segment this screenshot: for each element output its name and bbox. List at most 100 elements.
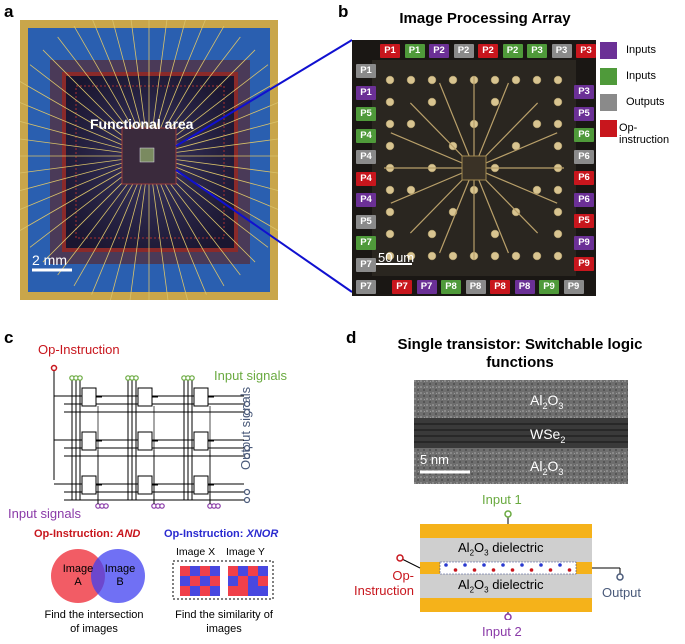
legend-label-4: Op-instruction	[619, 122, 670, 146]
panel-a-letter: a	[4, 2, 14, 21]
pin-right-7: P5	[574, 214, 594, 228]
pin-bottom-8: P9	[563, 280, 584, 294]
xnor-op-name: XNOR	[246, 528, 279, 540]
input-signals-top-label: Input signals	[214, 368, 287, 383]
pin-right-5: P6	[574, 171, 594, 185]
pin-left-4: P4	[356, 128, 376, 143]
transistor-schematic	[396, 510, 624, 620]
pin-bottom-7: P9	[539, 280, 559, 294]
panel-d-letter: d	[346, 328, 357, 347]
array-micrograph	[352, 40, 596, 296]
caption-right: Find the similarity of images	[160, 608, 288, 636]
caption-left-line1: Find the intersection	[44, 609, 144, 621]
caption-right-line1: Find the similarity of	[175, 609, 273, 621]
image-xy-patterns	[172, 560, 274, 600]
pin-left-10: P7	[356, 257, 376, 272]
tem-layer-label-2: WSe2	[530, 426, 566, 445]
pin-left-3: P5	[356, 107, 376, 121]
tem-image	[414, 380, 628, 484]
panel-b-scale-bar: 50 um	[378, 250, 415, 265]
pin-bottom-1: P7	[392, 280, 412, 294]
legend-swatch-2	[600, 68, 617, 85]
image-x-label: Image X	[176, 546, 216, 558]
pin-top-3: P2	[429, 44, 449, 58]
tem-scale-bar: 5 nm	[420, 452, 449, 467]
venn-a-label: Image A	[56, 563, 100, 589]
pin-top-1: P1	[380, 44, 400, 58]
panel-d-title: Single transistor: Switchable logic func…	[370, 336, 670, 372]
chip-package-photo	[20, 20, 278, 300]
dielectric-bottom-label: Al2O3 dielectric	[458, 577, 544, 595]
pin-top-7: P3	[527, 44, 547, 58]
zoom-lines	[175, 39, 353, 293]
pin-right-6: P6	[574, 192, 594, 207]
op-instruction-d-label: Op- Instruction	[338, 568, 414, 598]
pin-left-2: P1	[356, 85, 376, 100]
legend-label-1: Inputs	[626, 44, 656, 56]
pin-left-7: P4	[356, 193, 376, 207]
op-d-line2: Instruction	[354, 583, 414, 598]
and-op-prefix: Op-Instruction:	[34, 528, 117, 540]
image-y-label: Image Y	[226, 546, 265, 558]
pin-right-9: P9	[574, 257, 594, 271]
functional-area-label: Functional area	[90, 116, 194, 132]
venn-diagram	[51, 549, 145, 603]
dielectric-top-label: Al2O3 dielectric	[458, 540, 544, 558]
tem-layer-label-3: Al2O3	[530, 458, 564, 477]
pin-bottom-left-1: P7	[356, 280, 376, 294]
pin-left-8: P5	[356, 214, 376, 229]
pin-top-8: P3	[551, 44, 572, 58]
op-d-line1: Op-	[392, 568, 414, 583]
pin-top-6: P2	[502, 44, 523, 58]
pin-left-6: P4	[356, 171, 376, 186]
xnor-op-prefix: Op-Instruction:	[164, 528, 247, 540]
legend-swatch-4	[600, 120, 617, 137]
pin-right-4: P6	[574, 149, 594, 164]
legend-swatch-3	[600, 94, 617, 111]
pin-bottom-3: P8	[441, 280, 461, 294]
pin-left-9: P7	[356, 236, 376, 250]
pin-right-1: P3	[574, 85, 594, 99]
pin-bottom-4: P8	[465, 280, 486, 294]
pin-bottom-5: P8	[490, 280, 510, 294]
venn-a-line2: A	[74, 576, 82, 588]
input2-label: Input 2	[482, 624, 522, 639]
xnor-op-label: Op-Instruction: XNOR	[164, 528, 278, 540]
pin-right-8: P9	[574, 235, 594, 250]
pin-bottom-2: P7	[416, 280, 437, 294]
venn-b-line1: Image	[104, 563, 136, 575]
panel-b-title: Image Processing Array	[399, 10, 571, 27]
pin-right-2: P5	[574, 106, 594, 121]
op-instruction-label: Op-Instruction	[38, 342, 120, 357]
pin-top-9: P3	[576, 44, 596, 58]
panel-d-title-line2: functions	[486, 354, 554, 371]
venn-a-line1: Image	[62, 563, 94, 575]
output-label: Output	[602, 585, 642, 600]
pin-top-2: P1	[404, 44, 425, 58]
venn-b-label: Image B	[98, 563, 142, 589]
dielectric-top-word: dielectric	[492, 540, 544, 555]
venn-b-line2: B	[116, 576, 124, 588]
panel-a-scale-bar: 2 mm	[32, 252, 67, 268]
dielectric-bottom-word: dielectric	[492, 577, 544, 592]
input1-label: Input 1	[482, 492, 522, 507]
legend-label-3: Outputs	[626, 96, 665, 108]
pin-left-1: P1	[356, 64, 376, 78]
panel-b-letter: b	[338, 2, 349, 21]
pin-top-5: P2	[478, 44, 498, 58]
legend-label-2: Inputs	[626, 70, 656, 82]
and-op-name: AND	[116, 528, 141, 540]
caption-left-line2: of images	[70, 623, 118, 635]
panel-c-letter: c	[4, 328, 14, 347]
pin-right-3: P6	[574, 128, 594, 142]
tem-layer-label-1: Al2O3	[530, 392, 564, 411]
caption-left: Find the intersection of images	[28, 608, 160, 636]
crossbar-array-schematic	[50, 364, 251, 509]
pin-bottom-6: P8	[514, 280, 535, 294]
input-signals-bottom-label: Input signals	[8, 506, 81, 521]
pin-top-4: P2	[453, 44, 474, 58]
legend-swatch-1	[600, 42, 617, 59]
pin-left-5: P4	[356, 150, 376, 164]
and-op-label: Op-Instruction: AND	[34, 528, 140, 540]
panel-d-title-line1: Single transistor: Switchable logic	[397, 336, 643, 353]
